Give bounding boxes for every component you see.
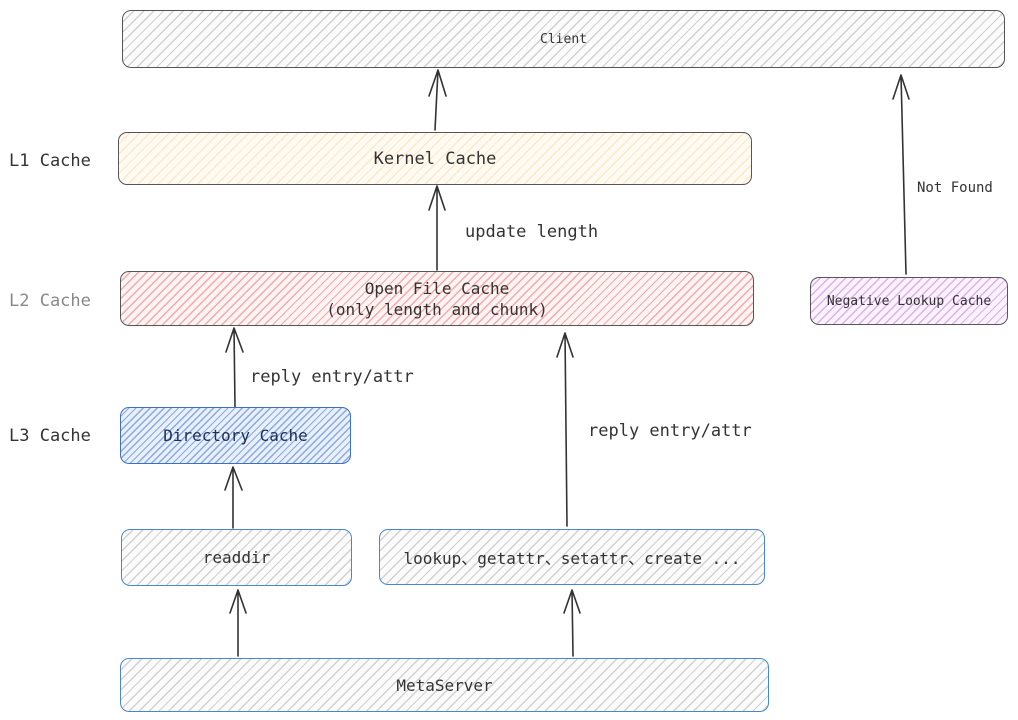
client-label: Client bbox=[540, 31, 587, 47]
arrow-lookup-to-openfile bbox=[556, 332, 574, 527]
negative-lookup-cache-label: Negative Lookup Cache bbox=[826, 293, 992, 309]
kernel-cache-box: Kernel Cache bbox=[118, 132, 752, 185]
arrow-negative-to-client bbox=[892, 74, 910, 275]
arrow-metaserver-to-readdir bbox=[229, 589, 247, 657]
readdir-box: readdir bbox=[121, 529, 352, 586]
client-box: Client bbox=[122, 10, 1005, 68]
kernel-cache-label: Kernel Cache bbox=[373, 148, 497, 169]
metaserver-box: MetaServer bbox=[120, 658, 769, 712]
lookup-ops-box: lookup、getattr、setattr、create ... bbox=[379, 529, 765, 585]
arrow-metaserver-to-lookup bbox=[563, 589, 581, 657]
lookup-ops-label: lookup、getattr、setattr、create ... bbox=[403, 549, 741, 568]
reply-entry-attr-right-label: reply entry/attr bbox=[588, 421, 752, 441]
l3-cache-label: L3 Cache bbox=[9, 426, 91, 446]
arrow-readdir-to-directory bbox=[224, 466, 243, 529]
metaserver-label: MetaServer bbox=[396, 675, 493, 695]
update-length-label: update length bbox=[465, 222, 599, 242]
not-found-label: Not Found bbox=[917, 180, 993, 196]
readdir-label: readdir bbox=[202, 548, 271, 567]
directory-cache-label: Directory Cache bbox=[163, 426, 308, 445]
negative-lookup-cache-box: Negative Lookup Cache bbox=[810, 277, 1008, 325]
open-file-cache-title: Open File Cache bbox=[364, 278, 510, 298]
reply-entry-attr-left-label: reply entry/attr bbox=[250, 367, 414, 387]
directory-cache-box: Directory Cache bbox=[120, 407, 351, 464]
open-file-cache-box: Open File Cache (only length and chunk) bbox=[120, 271, 754, 326]
arrow-directory-to-openfile bbox=[225, 327, 244, 408]
l1-cache-label: L1 Cache bbox=[9, 151, 91, 171]
l2-cache-label: L2 Cache bbox=[9, 291, 91, 311]
open-file-cache-subtitle: (only length and chunk) bbox=[326, 299, 548, 319]
arrow-kernel-to-client bbox=[428, 69, 447, 131]
arrow-openfile-to-kernel bbox=[428, 185, 446, 271]
